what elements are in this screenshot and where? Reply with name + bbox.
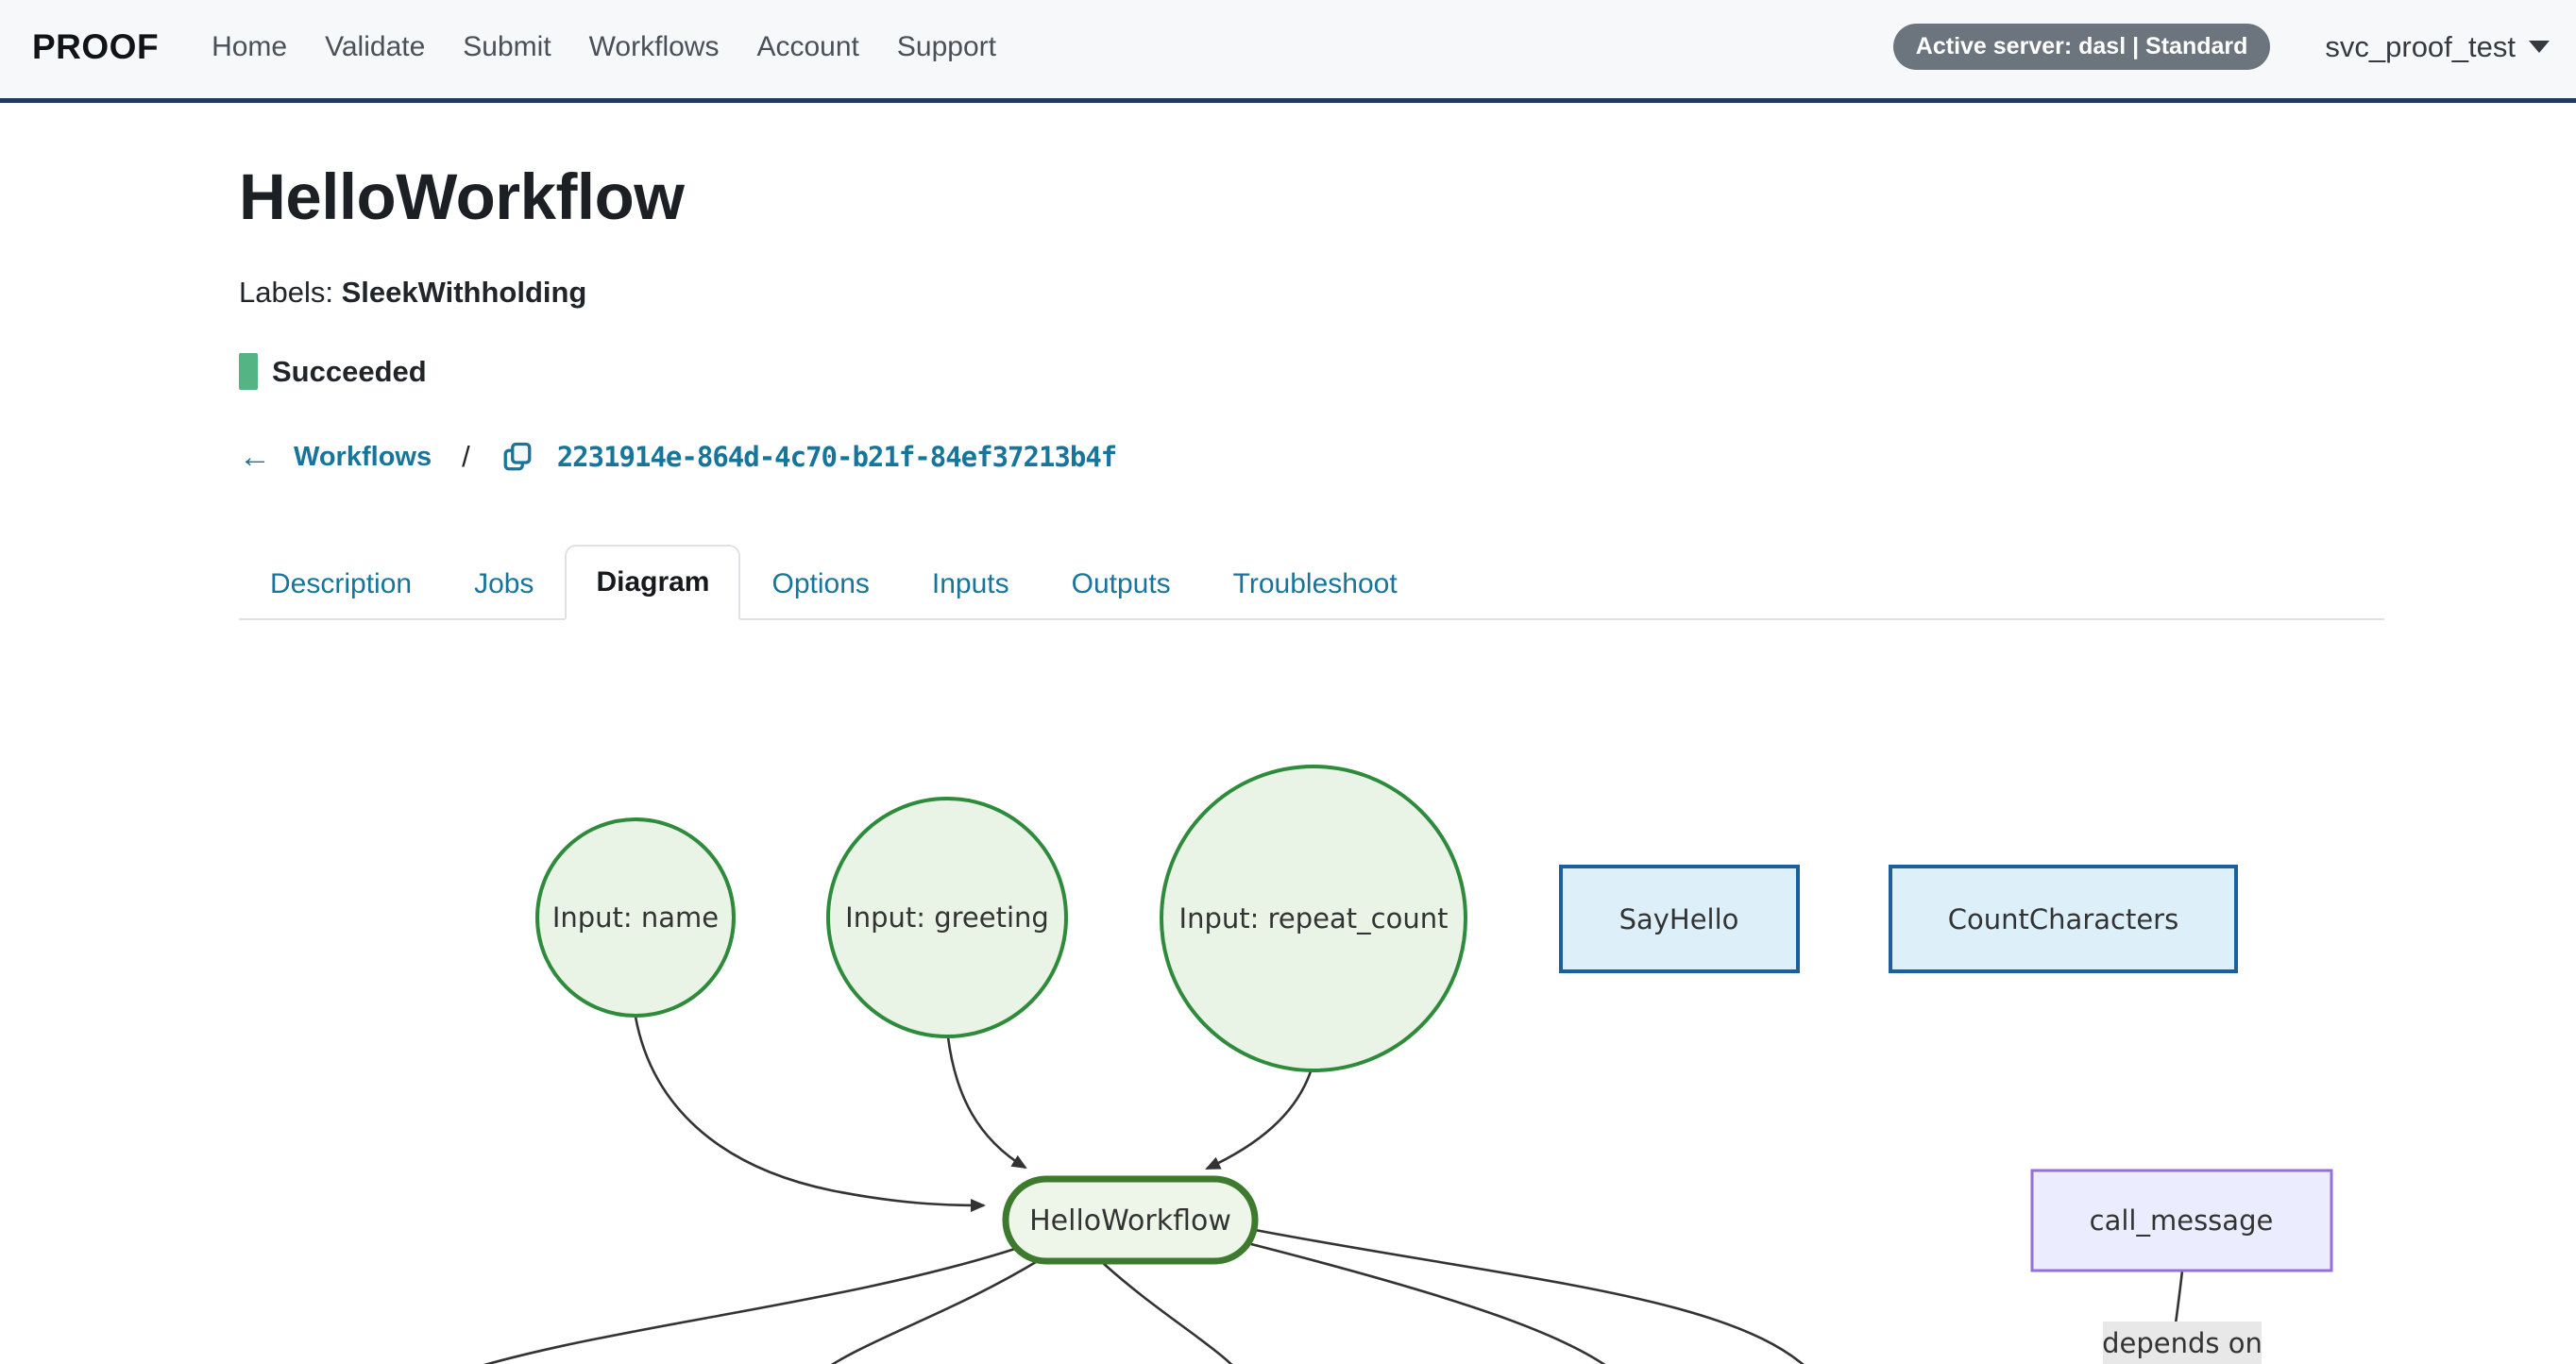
edge-workflow-out-5 — [1254, 1228, 1805, 1364]
page-content: HelloWorkflow Labels: SleekWithholding S… — [0, 160, 2576, 620]
edge-workflow-out-1 — [483, 1246, 1019, 1364]
chevron-down-icon — [2529, 41, 2550, 53]
tab-diagram[interactable]: Diagram — [565, 545, 741, 620]
top-navbar: PROOF Home Validate Submit Workflows Acc… — [0, 0, 2576, 103]
breadcrumb-separator: / — [462, 440, 470, 473]
edge-input-repeat-count-to-workflow — [1205, 1070, 1313, 1170]
edge-workflow-out-2 — [830, 1257, 1042, 1364]
tab-inputs[interactable]: Inputs — [931, 568, 1009, 599]
node-count-characters: CountCharacters — [1889, 865, 2238, 973]
diagram-edges — [483, 1016, 2184, 1364]
copy-icon — [503, 442, 532, 471]
edge-input-name-to-workflow — [634, 1016, 986, 1212]
status-badge: Succeeded — [272, 354, 427, 388]
breadcrumb-workflows-link[interactable]: Workflows — [294, 441, 432, 472]
node-input-greeting: Input: greeting — [826, 797, 1068, 1038]
user-name: svc_proof_test — [2325, 29, 2516, 63]
tab-troubleshoot[interactable]: Troubleshoot — [1232, 568, 1398, 599]
tab-description[interactable]: Description — [270, 568, 413, 599]
node-input-repeat-count: Input: repeat_count — [1160, 765, 1467, 1072]
edge-workflow-out-3 — [1102, 1262, 1233, 1364]
labels-prefix: Labels: — [239, 276, 333, 309]
nav-item-account[interactable]: Account — [756, 30, 859, 62]
tab-outputs[interactable]: Outputs — [1071, 568, 1171, 599]
back-arrow-icon[interactable]: ← — [239, 439, 271, 475]
node-input-name-label: Input: name — [552, 901, 719, 934]
node-hello-workflow-label: HelloWorkflow — [1029, 1204, 1231, 1238]
node-count-characters-label: CountCharacters — [1948, 903, 2178, 935]
main-nav: Home Validate Submit Workflows Account S… — [212, 31, 996, 63]
nav-item-submit[interactable]: Submit — [463, 30, 551, 62]
status-line: Succeeded — [239, 353, 2576, 390]
labels-value: SleekWithholding — [341, 276, 587, 309]
node-say-hello: SayHello — [1559, 865, 1800, 973]
tab-options[interactable]: Options — [771, 568, 870, 599]
tab-jobs[interactable]: Jobs — [474, 568, 534, 599]
workflow-run-id-link[interactable]: 2231914e-864d-4c70-b21f-84ef37213b4f — [556, 441, 1118, 473]
node-input-repeat-count-label: Input: repeat_count — [1179, 902, 1449, 935]
node-input-name: Input: name — [535, 817, 736, 1018]
navbar-right: Active server: dasl | Standard svc_proof… — [1892, 24, 2550, 70]
edge-label-depends-on-text: depends on — [2102, 1327, 2262, 1359]
active-server-badge: Active server: dasl | Standard — [1892, 24, 2271, 70]
edge-label-depends-on: depends on — [2102, 1322, 2262, 1364]
edge-input-greeting-to-workflow — [946, 1036, 1027, 1170]
user-menu[interactable]: svc_proof_test — [2325, 30, 2550, 64]
node-call-message: call_message — [2030, 1169, 2333, 1272]
page-title: HelloWorkflow — [239, 160, 685, 233]
tab-bar: Description Jobs Diagram Options Inputs … — [239, 545, 2384, 620]
node-call-message-label: call_message — [2090, 1204, 2274, 1237]
app-logo[interactable]: PROOF — [32, 26, 160, 66]
copy-id-button[interactable] — [500, 439, 534, 475]
nav-item-support[interactable]: Support — [896, 30, 996, 62]
breadcrumb: ← Workflows / 2231914e-864d-4c70-b21f-84… — [239, 439, 2576, 475]
nav-item-workflows[interactable]: Workflows — [588, 30, 720, 62]
node-say-hello-label: SayHello — [1619, 903, 1739, 935]
nav-item-home[interactable]: Home — [212, 30, 288, 62]
node-hello-workflow: HelloWorkflow — [1002, 1175, 1259, 1265]
nav-item-validate[interactable]: Validate — [325, 30, 426, 62]
edge-workflow-out-4 — [1250, 1242, 1606, 1364]
labels-line: Labels: SleekWithholding — [239, 276, 2576, 310]
node-input-greeting-label: Input: greeting — [845, 901, 1049, 934]
status-success-icon — [239, 353, 258, 390]
